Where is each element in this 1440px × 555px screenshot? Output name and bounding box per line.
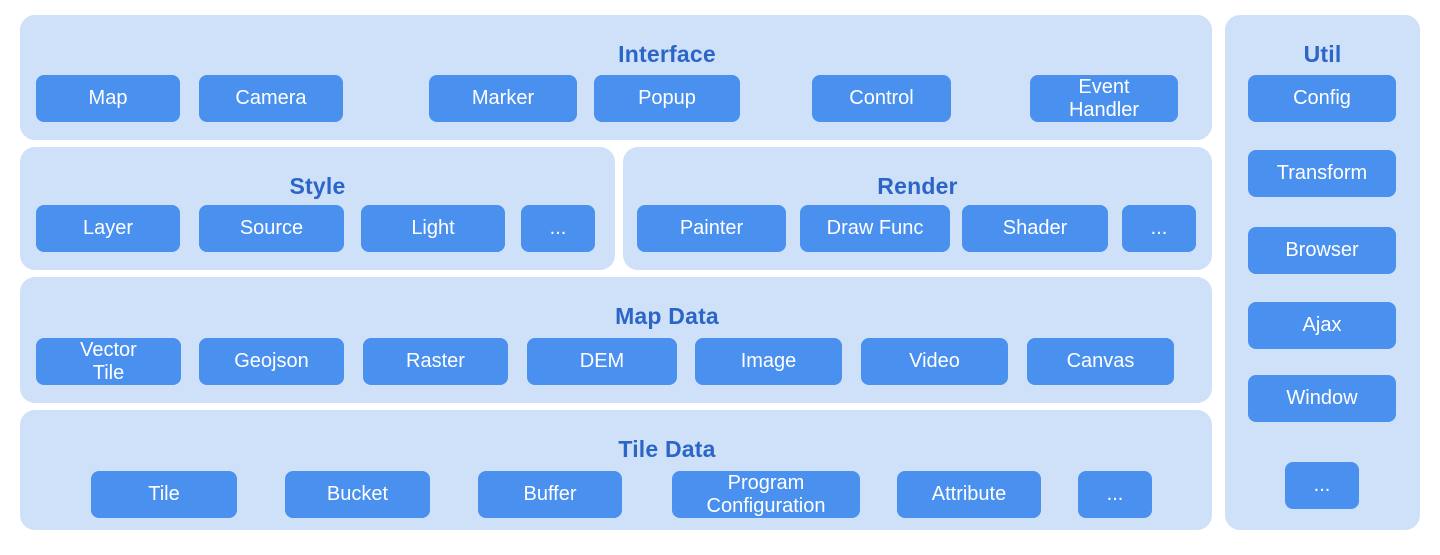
section-interface-title: Interface xyxy=(618,41,716,67)
block-raster: Raster xyxy=(363,338,508,385)
block-canvas: Canvas xyxy=(1027,338,1174,385)
section-map-data: Map Data Vector Tile Geojson Raster DEM … xyxy=(20,277,1212,403)
block-dem: DEM xyxy=(527,338,677,385)
section-util: Util Config Transform Browser Ajax Windo… xyxy=(1225,15,1420,530)
block-attribute: Attribute xyxy=(897,471,1041,518)
block-map: Map xyxy=(36,75,180,122)
block-marker: Marker xyxy=(429,75,577,122)
block-camera: Camera xyxy=(199,75,343,122)
block-tile-ellipsis: ... xyxy=(1078,471,1152,518)
block-event-handler: Event Handler xyxy=(1030,75,1178,122)
section-render-title: Render xyxy=(877,173,958,199)
block-transform: Transform xyxy=(1248,150,1396,197)
block-popup: Popup xyxy=(594,75,740,122)
section-util-title: Util xyxy=(1303,41,1342,67)
block-util-ellipsis: ... xyxy=(1285,462,1359,509)
block-tile: Tile xyxy=(91,471,237,518)
section-map-data-title: Map Data xyxy=(615,303,719,329)
block-browser: Browser xyxy=(1248,227,1396,274)
block-geojson: Geojson xyxy=(199,338,344,385)
block-image: Image xyxy=(695,338,842,385)
block-source: Source xyxy=(199,205,344,252)
section-interface: Interface Map Camera Marker Popup Contro… xyxy=(20,15,1212,140)
block-painter: Painter xyxy=(637,205,786,252)
block-buffer: Buffer xyxy=(478,471,622,518)
block-config: Config xyxy=(1248,75,1396,122)
block-window: Window xyxy=(1248,375,1396,422)
section-render: Render Painter Draw Func Shader ... xyxy=(623,147,1212,270)
block-video: Video xyxy=(861,338,1008,385)
section-style-title: Style xyxy=(289,173,346,199)
block-shader: Shader xyxy=(962,205,1108,252)
block-render-ellipsis: ... xyxy=(1122,205,1196,252)
block-light: Light xyxy=(361,205,505,252)
block-draw-func: Draw Func xyxy=(800,205,950,252)
block-bucket: Bucket xyxy=(285,471,430,518)
block-ajax: Ajax xyxy=(1248,302,1396,349)
section-tile-data: Tile Data Tile Bucket Buffer Program Con… xyxy=(20,410,1212,530)
block-program-configuration: Program Configuration xyxy=(672,471,860,518)
block-style-ellipsis: ... xyxy=(521,205,595,252)
block-vector-tile: Vector Tile xyxy=(36,338,181,385)
section-tile-data-title: Tile Data xyxy=(618,436,716,462)
block-control: Control xyxy=(812,75,951,122)
section-style: Style Layer Source Light ... xyxy=(20,147,615,270)
block-layer: Layer xyxy=(36,205,180,252)
